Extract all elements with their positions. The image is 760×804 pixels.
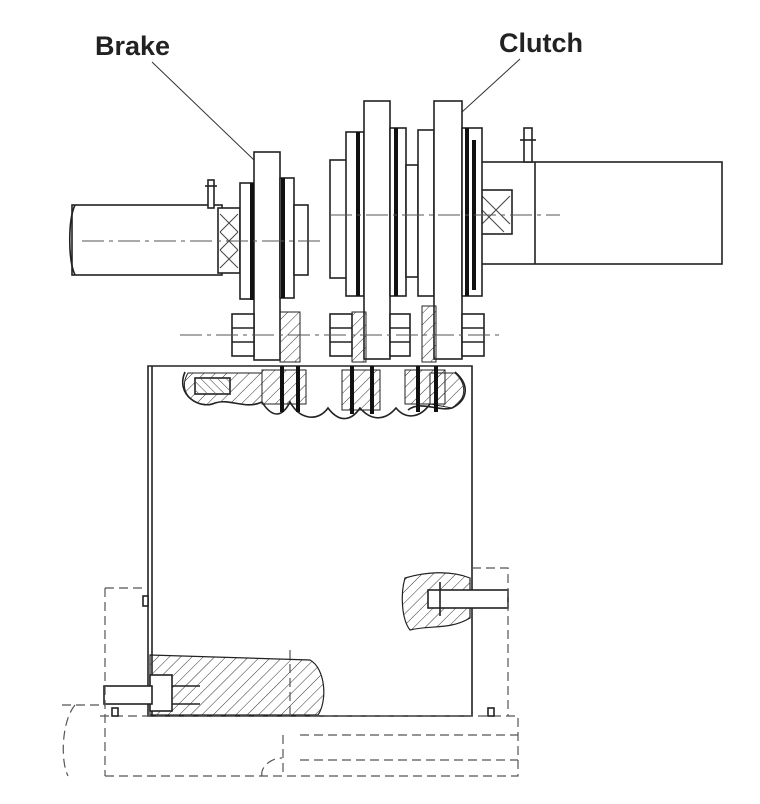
base-outline	[62, 567, 519, 777]
middle-disc-group	[329, 100, 419, 360]
center-lines	[82, 214, 560, 336]
friction-pack-sections	[261, 366, 446, 414]
brake-label: Brake	[95, 31, 171, 61]
right-shaft	[479, 127, 723, 265]
brake-leader-line	[151, 61, 255, 161]
left-shaft	[69, 179, 241, 276]
clutch-label: Clutch	[499, 28, 583, 58]
housing-body	[147, 365, 473, 717]
clutch-leader-line	[461, 58, 521, 113]
right-fastener-cutaway	[401, 572, 509, 631]
lower-left-cutaway	[103, 654, 325, 716]
brake-disc-group	[239, 151, 309, 361]
